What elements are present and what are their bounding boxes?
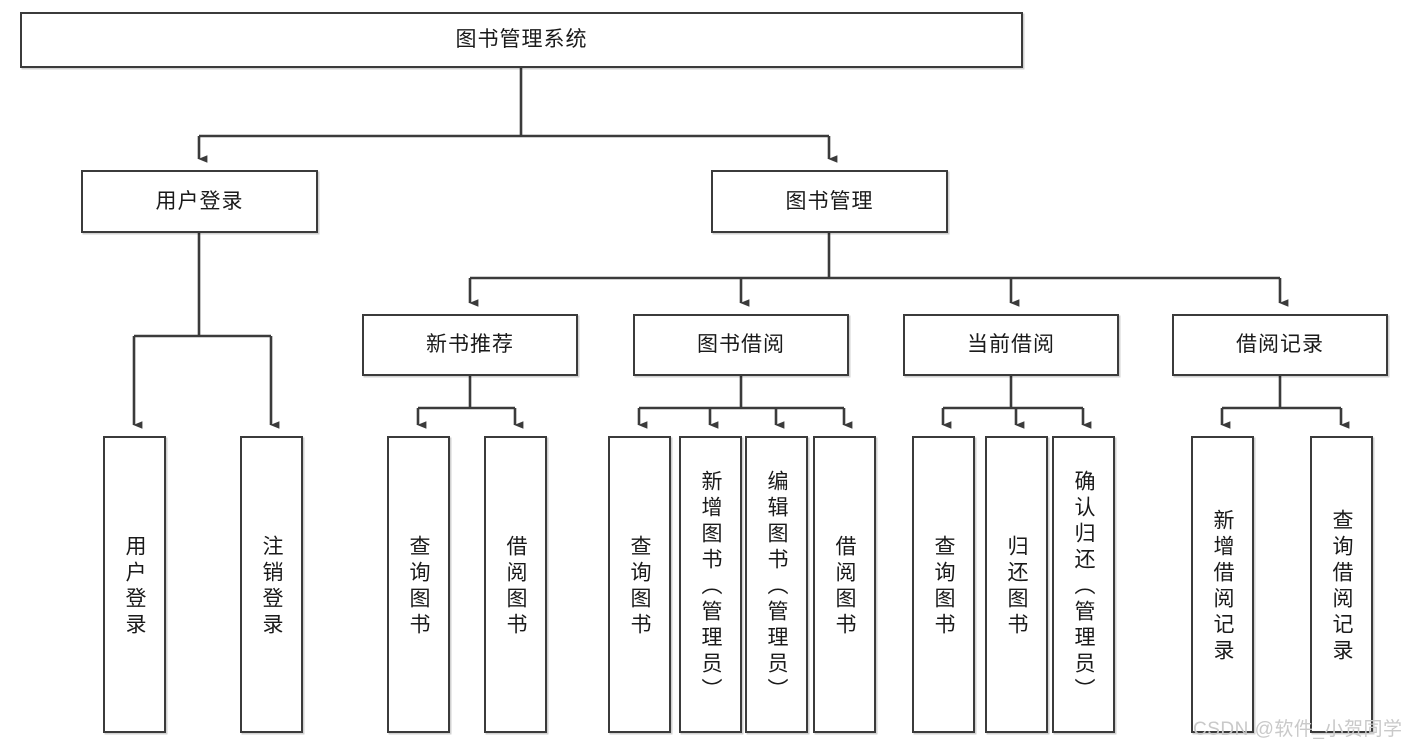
node-label: 查询图书 [628, 534, 651, 639]
node-label: 图书借阅 [697, 333, 785, 357]
node-leaf-10[interactable]: 确认归还（管理员） [1052, 436, 1115, 733]
node-level3-0[interactable]: 新书推荐 [362, 314, 578, 376]
node-label: 归还图书 [1005, 534, 1028, 639]
node-label: 新书推荐 [426, 333, 514, 357]
node-leaf-5[interactable]: 新增图书（管理员） [679, 436, 742, 733]
node-label: 当前借阅 [967, 333, 1055, 357]
csdn-watermark: CSDN @软件_小贺同学 [1193, 719, 1403, 740]
node-root-图书管理系统[interactable]: 图书管理系统 [20, 12, 1023, 68]
node-level2-0[interactable]: 用户登录 [81, 170, 318, 233]
node-leaf-6[interactable]: 编辑图书（管理员） [745, 436, 808, 733]
node-leaf-12[interactable]: 查询借阅记录 [1310, 436, 1373, 733]
node-label: 注销登录 [260, 534, 283, 639]
node-label: 确认归还（管理员） [1072, 469, 1095, 704]
node-label: 用户登录 [123, 534, 146, 639]
node-level3-3[interactable]: 借阅记录 [1172, 314, 1388, 376]
node-leaf-4[interactable]: 查询图书 [608, 436, 671, 733]
node-label: 查询借阅记录 [1330, 508, 1353, 665]
node-label: 借阅图书 [504, 534, 527, 639]
node-leaf-11[interactable]: 新增借阅记录 [1191, 436, 1254, 733]
node-level3-2[interactable]: 当前借阅 [903, 314, 1119, 376]
node-leaf-7[interactable]: 借阅图书 [813, 436, 876, 733]
node-level2-1[interactable]: 图书管理 [711, 170, 948, 233]
node-level3-1[interactable]: 图书借阅 [633, 314, 849, 376]
node-leaf-0[interactable]: 用户登录 [103, 436, 166, 733]
node-label: 新增借阅记录 [1211, 508, 1234, 665]
node-leaf-1[interactable]: 注销登录 [240, 436, 303, 733]
node-leaf-8[interactable]: 查询图书 [912, 436, 975, 733]
node-label: 查询图书 [932, 534, 955, 639]
node-label: 新增图书（管理员） [699, 469, 722, 704]
node-label: 借阅图书 [833, 534, 856, 639]
node-label: 用户登录 [155, 189, 244, 213]
node-label: 借阅记录 [1236, 333, 1324, 357]
node-label: 查询图书 [407, 534, 430, 639]
node-leaf-3[interactable]: 借阅图书 [484, 436, 547, 733]
node-label: 图书管理 [785, 189, 874, 213]
node-label: 图书管理系统 [455, 28, 588, 52]
node-leaf-9[interactable]: 归还图书 [985, 436, 1048, 733]
node-leaf-2[interactable]: 查询图书 [387, 436, 450, 733]
node-label: 编辑图书（管理员） [765, 469, 788, 704]
